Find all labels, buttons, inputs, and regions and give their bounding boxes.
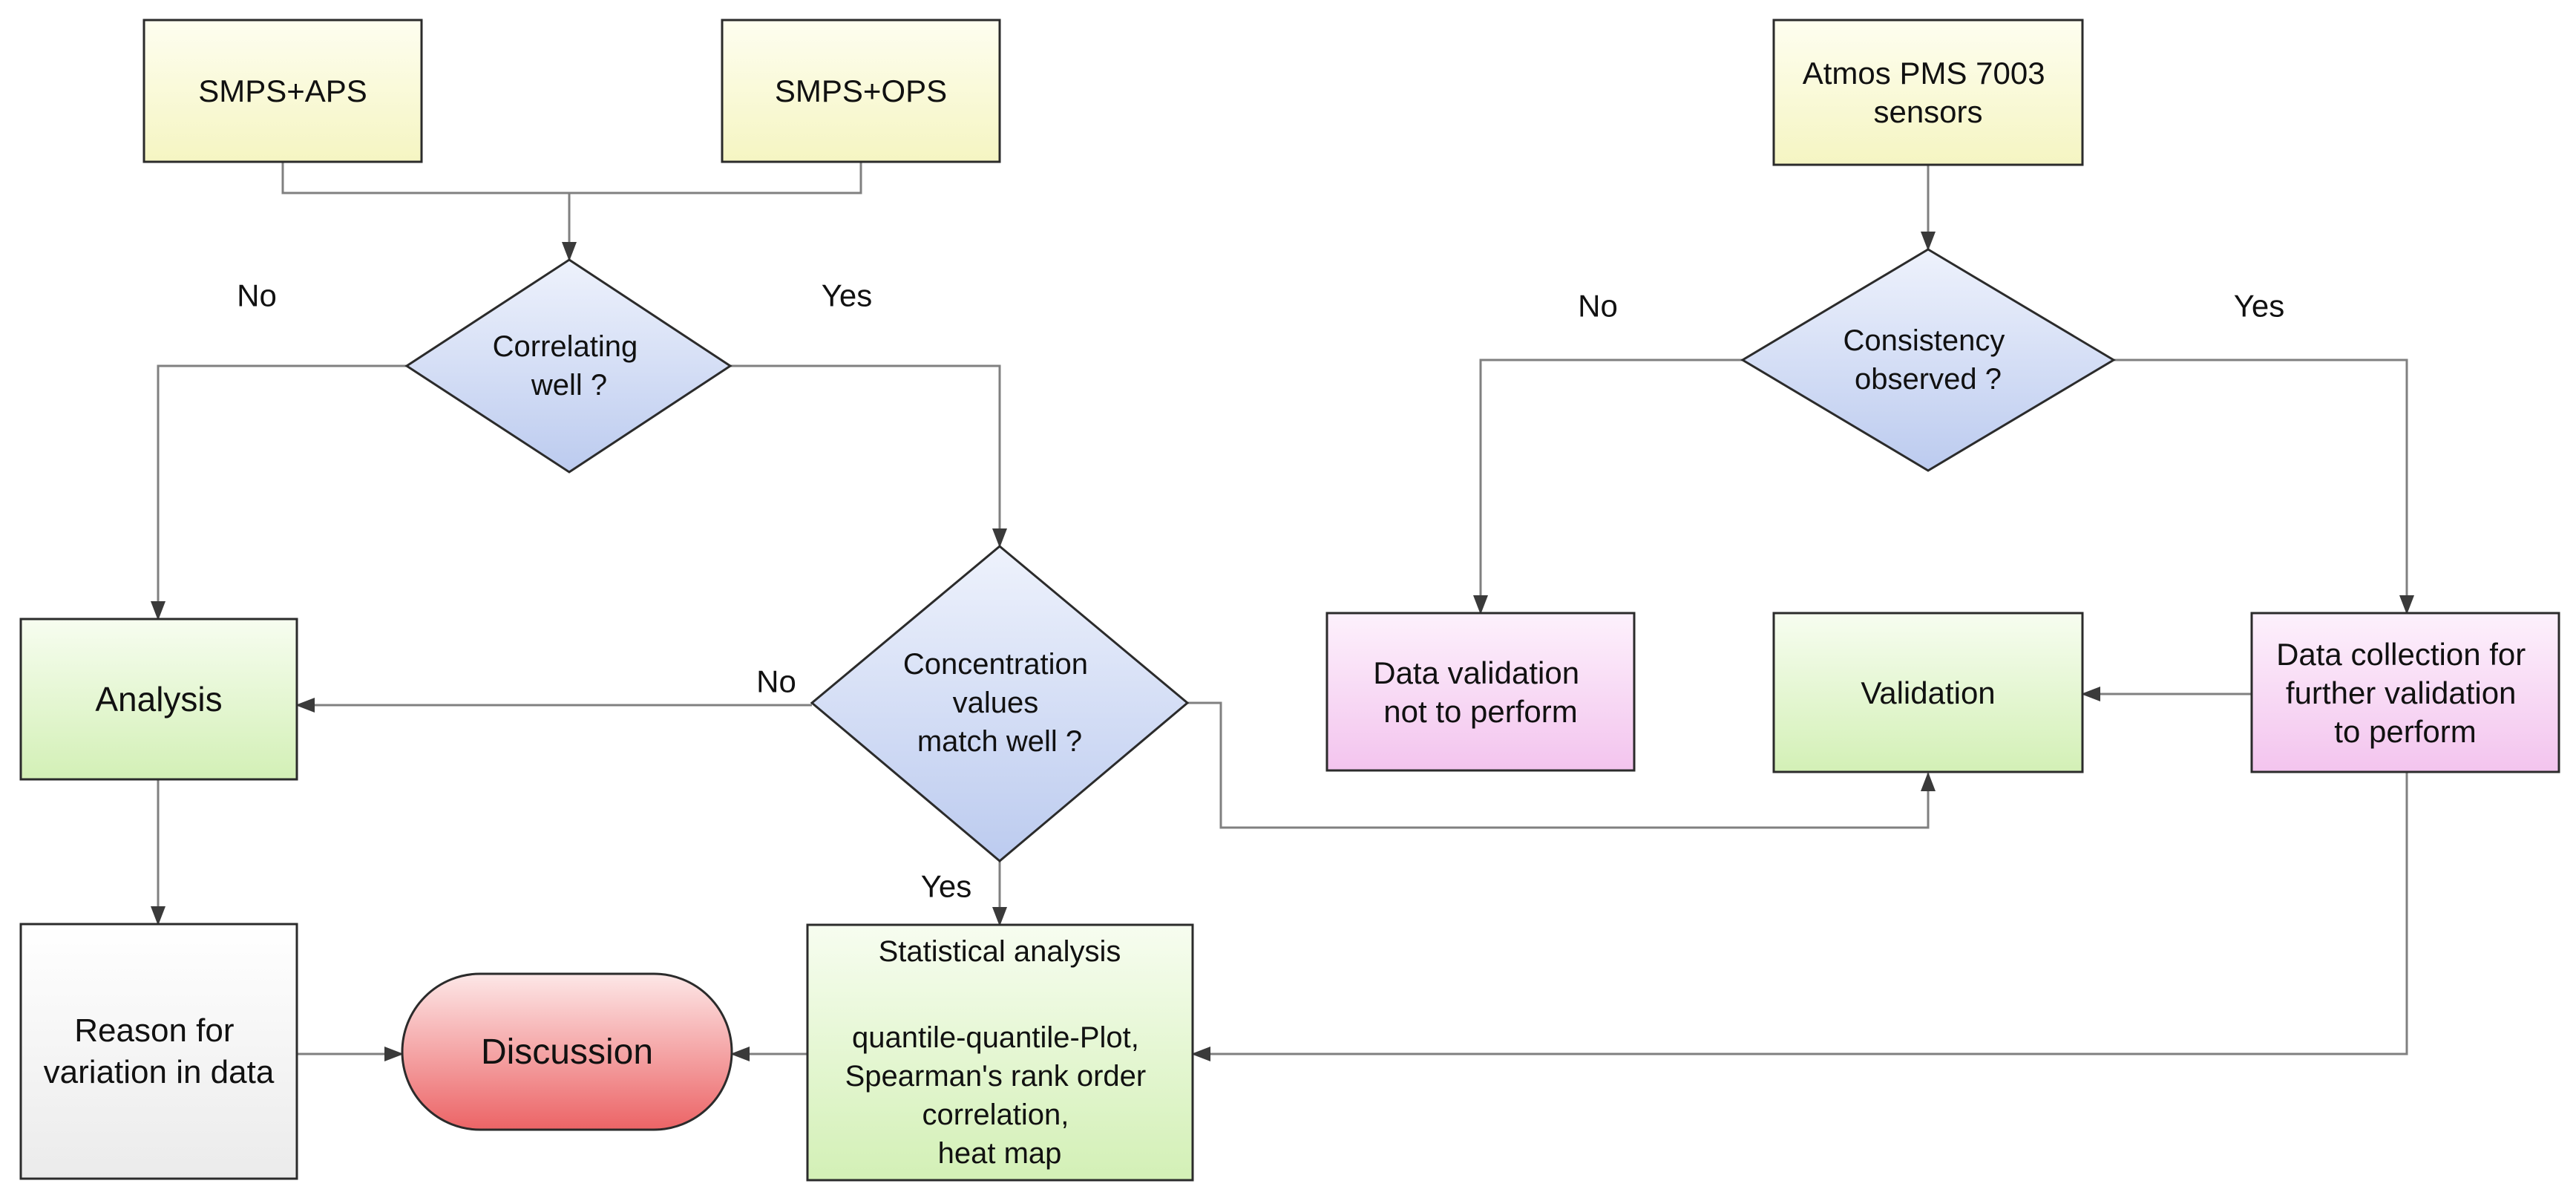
edge-correlating-no-to-analysis (151, 364, 407, 621)
node-text: Consistency observed ? (1843, 324, 2013, 396)
edge-labels: No Yes No Yes No Yes (237, 278, 2284, 904)
node-data-collection: Data collection for further validation t… (2250, 612, 2560, 773)
edge-consistency-no-to-data-not (1473, 358, 1743, 615)
node-atmos-sensors: Atmos PMS 7003 sensors (1772, 19, 2084, 166)
label-concentration-no: No (756, 664, 796, 699)
terminal-discussion: Discussion (401, 972, 733, 1131)
decision-concentration-match: Concentration values match well ? (810, 545, 1190, 862)
node-text: Validation (1861, 675, 1995, 710)
node-text: Data collection for further validation t… (2276, 637, 2534, 749)
node-data-validation-not: Data validation not to perform (1325, 612, 1636, 772)
connectors (151, 162, 2414, 1061)
edge-correlating-yes-to-concentration (730, 364, 1007, 548)
node-title: Statistical analysis (879, 935, 1121, 968)
node-text: Analysis (95, 680, 222, 718)
label-correlating-no: No (237, 278, 277, 313)
node-text: quantile-quantile-Plot, Spearman's rank … (845, 1021, 1155, 1170)
decision-correlating-well: Correlating well ? (404, 258, 733, 474)
node-text: Concentration values match well ? (903, 648, 1096, 758)
node-text: Atmos PMS 7003 sensors (1803, 56, 2054, 129)
node-analysis: Analysis (19, 618, 298, 781)
node-reason-for-variation: Reason for variation in data (19, 923, 298, 1180)
node-text: Correlating well ? (493, 330, 646, 402)
node-smps-ops: SMPS+OPS (721, 19, 1001, 163)
decision-consistency-observed: Consistency observed ? (1740, 248, 2116, 472)
edge-concentration-to-validation (1187, 701, 1936, 829)
label-correlating-yes: Yes (822, 278, 873, 313)
edge-data-collection-to-statistics (1191, 772, 2408, 1061)
edge-inputs-merge (281, 162, 862, 194)
label-consistency-no: No (1578, 289, 1618, 324)
node-text: Discussion (481, 1032, 653, 1072)
node-statistical-analysis: Statistical analysis quantile-quantile-P… (806, 923, 1194, 1182)
node-validation: Validation (1772, 612, 2084, 773)
label-concentration-yes: Yes (921, 869, 972, 904)
node-text: Data validation not to perform (1373, 655, 1588, 729)
node-text: Reason for variation in data (44, 1012, 275, 1090)
node-text: SMPS+APS (198, 73, 367, 108)
label-consistency-yes: Yes (2234, 289, 2285, 324)
node-text: SMPS+OPS (775, 73, 947, 108)
edge-consistency-yes-to-data-collection (2114, 358, 2414, 615)
node-smps-aps: SMPS+APS (142, 19, 423, 163)
